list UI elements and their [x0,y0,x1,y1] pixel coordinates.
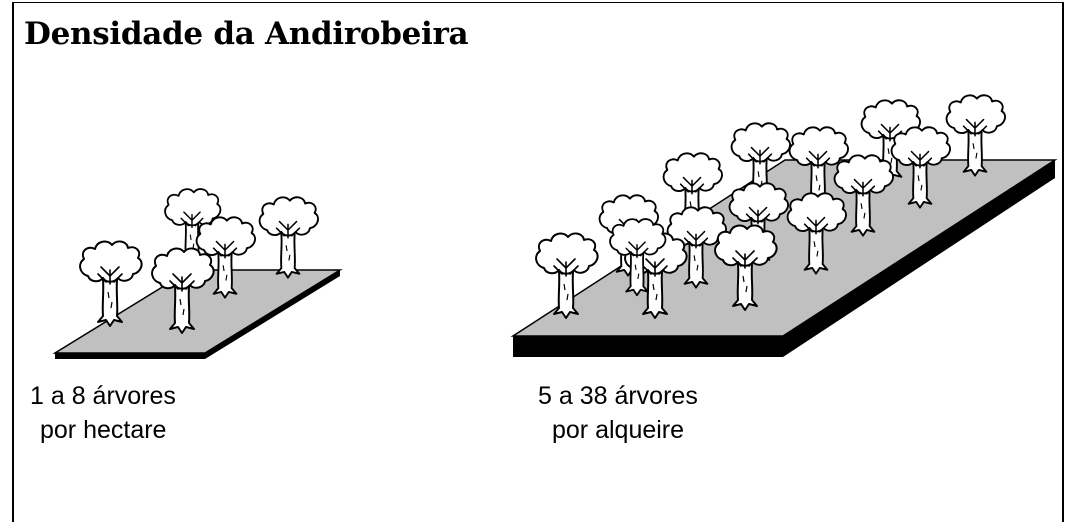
alqueire-caption: 5 a 38 árvores por alqueire [538,379,698,447]
hectare-caption-unit: por hectare [40,416,167,444]
hectare-ground-edge [55,353,205,359]
hectare-plot [52,188,343,359]
alqueire-ground-edge [513,336,783,357]
figure-title: Densidade da Andirobeira [24,16,469,52]
alqueire-caption-unit: por alqueire [552,416,685,444]
hectare-caption-count: 1 a 8 árvores [30,382,176,410]
alqueire-plot [510,94,1058,357]
tree-icon [258,196,319,279]
alqueire-caption-count: 5 a 38 árvores [538,382,698,410]
figure-frame [12,2,1064,522]
hectare-caption: 1 a 8 árvores por hectare [30,379,176,447]
